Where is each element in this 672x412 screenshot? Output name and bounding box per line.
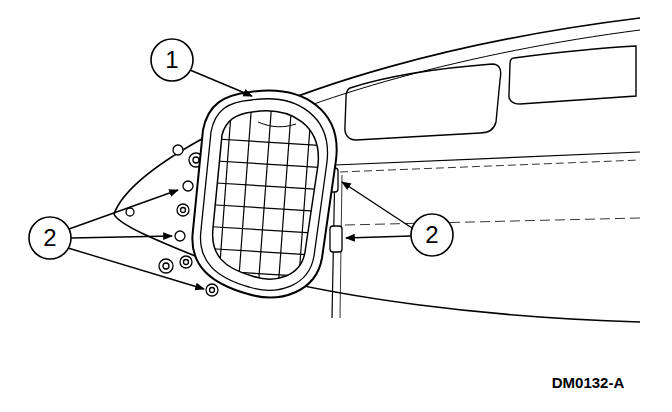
figure-id: DM0132-A (552, 375, 625, 390)
callout-number: 2 (425, 223, 438, 247)
callout-number: 1 (165, 48, 178, 72)
callout-number: 2 (43, 226, 56, 250)
